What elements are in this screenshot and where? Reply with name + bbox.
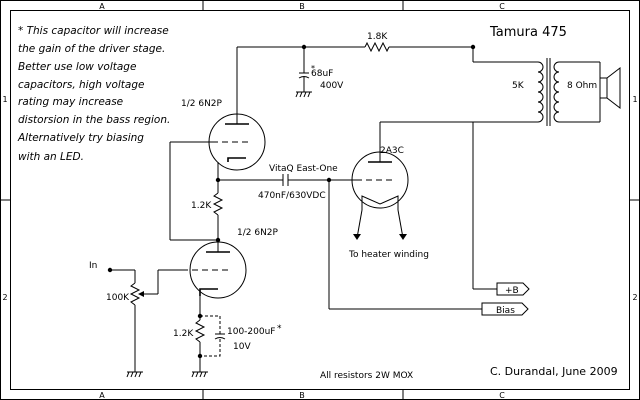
capacitor-cathode-voltage: 10V [233,342,251,352]
transformer-secondary-label: 8 Ohm [567,81,597,91]
resistor-1-2k-cathode-value: 1.2K [173,329,194,339]
note-line: the gain of the driver stage. [18,43,165,55]
border-label-right-1: 1 [632,95,637,104]
speaker-icon [599,66,621,110]
plus-b-port: +B [496,282,530,296]
footer-resistors-note: All resistors 2W MOX [320,371,413,381]
output-transformer: Tamura 475 5K 8 Ohm [473,25,601,126]
tube-upper-label: 1/2 6N2P [181,99,223,109]
capacitor-cathode-marker: * [277,324,282,334]
supply-rail [236,44,476,112]
upper-grid-wire [169,141,221,243]
border-label-bottom-a: A [99,391,105,400]
footer-credit: C. Durandal, June 2009 [490,365,618,378]
resistor-1-2k-cathode: 1.2K [173,296,208,378]
input-section: In 100K [89,261,172,378]
tube-2a3c-label: 2A3C [380,146,404,156]
border-label-left-2: 2 [2,293,7,302]
border-label-right-2: 2 [632,293,637,302]
bias-port: Bias [481,302,529,316]
capacitor-68uf-marker: * [311,64,315,73]
pot-label: 100K [106,293,130,303]
note-line: distorsion in the bass region. [18,114,170,126]
capacitor-note: * This capacitor will increase the gain … [17,25,170,163]
note-line: with an LED. [18,151,84,163]
note-line: Alternatively try biasing [17,132,144,144]
note-line: Better use low voltage [18,61,136,73]
note-line: rating may increase [18,96,123,108]
input-label: In [89,261,97,271]
bias-label: Bias [496,306,515,316]
coupling-capacitor: VitaQ East-One 470nF/630VDC [258,164,352,201]
heater-label: To heater winding [348,250,429,260]
border-label-bottom-c: C [499,391,505,400]
coupling-capacitor-brand: VitaQ East-One [269,164,338,174]
transformer-primary-label: 5K [512,81,525,91]
cathode-node-wire [217,179,283,193]
capacitor-68uf-value: 68uF [311,69,333,79]
tube-2a3c: 2A3C [351,121,473,210]
border-label-left-1: 1 [2,95,7,104]
heater-leads: To heater winding [348,209,429,260]
tube-lower-6n2p: 1/2 6N2P [172,228,279,299]
tube-upper-6n2p: 1/2 6N2P [181,99,266,180]
capacitor-cathode-bypass: 100-200uF * 10V [200,315,282,357]
plus-b-label: +B [505,286,519,296]
capacitor-68uf-voltage: 400V [320,81,344,91]
transformer-title: Tamura 475 [489,25,567,40]
border-label-top-a: A [99,2,105,11]
tube-lower-label: 1/2 6N2P [237,228,279,238]
resistor-1-8k-value: 1.8K [367,32,388,42]
coupling-capacitor-value: 470nF/630VDC [258,191,326,201]
border-label-bottom-b: B [299,391,305,400]
bias-wire [328,180,482,310]
resistor-1-2k-plate: 1.2K [191,192,224,240]
resistor-1-2k-plate-value: 1.2K [191,201,212,211]
resistor-1-8k: 1.8K [364,32,390,53]
note-line: * This capacitor will increase [18,25,169,37]
border-label-top-b: B [299,2,305,11]
capacitor-cathode-value: 100-200uF [227,327,276,337]
border-label-top-c: C [499,2,505,11]
plus-b-wire [472,122,497,290]
capacitor-68uf: 68uF * 400V [295,47,344,98]
note-line: capacitors, high voltage [18,79,144,91]
